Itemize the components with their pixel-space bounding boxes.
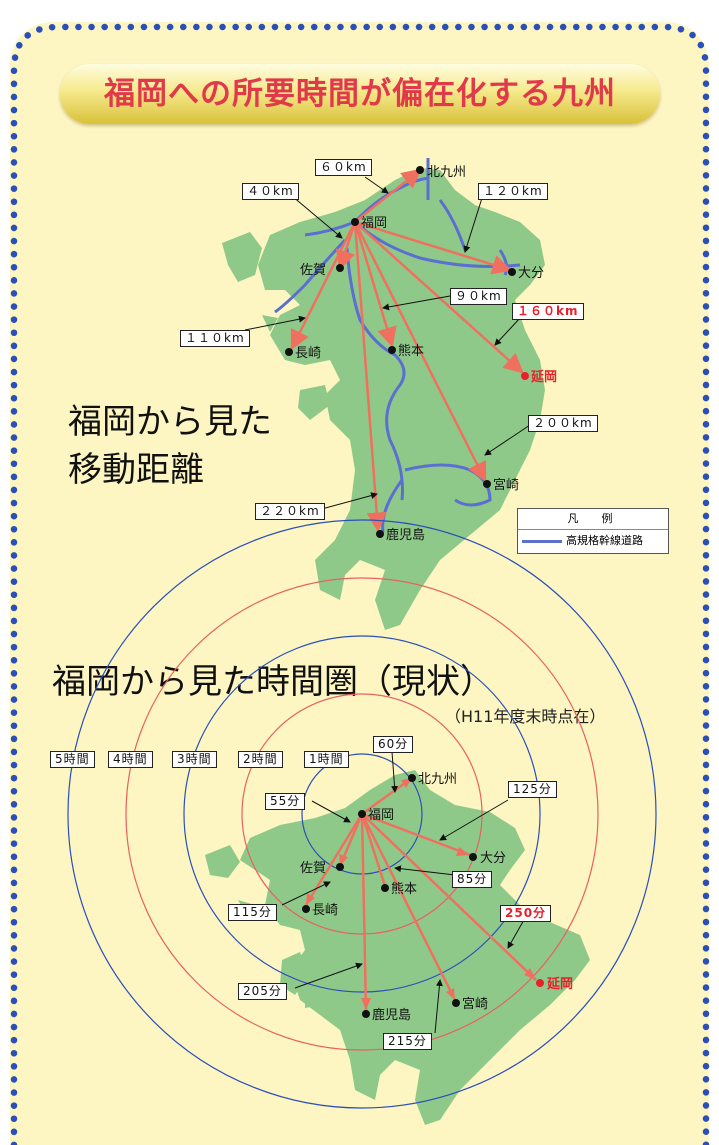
legend: 凡 例 高規格幹線道路 bbox=[517, 508, 669, 554]
city-nobeoka: 延岡 bbox=[530, 369, 557, 385]
tcity-fukuoka: 福岡 bbox=[368, 808, 394, 823]
ring-3h bbox=[183, 635, 541, 993]
tcity-kitakyushu: 北九州 bbox=[418, 772, 457, 787]
ring-label-3h: 3時間 bbox=[172, 751, 217, 768]
ring-label-4h: 4時間 bbox=[108, 751, 153, 768]
legend-title: 凡 例 bbox=[518, 509, 668, 530]
time-kitakyushu: 60分 bbox=[373, 736, 414, 753]
title-banner bbox=[60, 64, 660, 124]
distance-saga: ４０km bbox=[242, 183, 299, 200]
city-oita: 大分 bbox=[518, 266, 544, 281]
time-oita: 125分 bbox=[508, 781, 557, 798]
arrow-to-kagoshima bbox=[353, 221, 387, 533]
arrow-to-miyazaki bbox=[353, 221, 487, 483]
time-nobeoka: 250分 bbox=[500, 905, 552, 922]
time-miyazaki: 215分 bbox=[383, 1033, 432, 1050]
legend-highway-label: 高規格幹線道路 bbox=[566, 534, 643, 547]
city-kitakyushu: 北九州 bbox=[427, 165, 466, 180]
distance-miyazaki: ２００km bbox=[528, 415, 598, 432]
arrow-to-kitakyushu bbox=[354, 168, 422, 223]
time-route-arrows bbox=[304, 776, 537, 1011]
tcity-oita: 大分 bbox=[480, 851, 506, 866]
time-arrow-kagoshima bbox=[360, 813, 368, 1011]
city-nagasaki: 長崎 bbox=[295, 346, 321, 361]
distance-map: 北九州 福岡 佐賀 大分 長崎 熊本 延岡 宮崎 鹿児島 bbox=[222, 158, 557, 630]
time-saga: 55分 bbox=[265, 793, 306, 810]
heading-note: （H11年度末時点在） bbox=[445, 707, 606, 726]
city-fukuoka: 福岡 bbox=[361, 216, 387, 231]
ring-5h bbox=[67, 519, 657, 1109]
time-arrow-kumamoto bbox=[360, 813, 387, 887]
tcity-nagasaki: 長崎 bbox=[312, 903, 338, 918]
ring-label-2h: 2時間 bbox=[238, 751, 283, 768]
tcity-kagoshima: 鹿児島 bbox=[372, 1007, 411, 1023]
distance-leaders bbox=[244, 176, 531, 511]
heading-distance-line1: 福岡から見た bbox=[68, 402, 272, 442]
arrow-to-nagasaki bbox=[290, 221, 357, 351]
distance-kumamoto: ９０km bbox=[450, 288, 507, 305]
heading-time-zone: 福岡から見た時間圏（現状） bbox=[52, 662, 494, 702]
time-city-dots bbox=[302, 774, 544, 1018]
time-kagoshima: 205分 bbox=[238, 983, 287, 1000]
kyushu-landmass-bottom bbox=[205, 770, 590, 1125]
distance-nagasaki: １１０km bbox=[180, 330, 250, 347]
kyushu-landmass bbox=[222, 168, 545, 630]
time-nagasaki: 115分 bbox=[228, 904, 277, 921]
route-arrows bbox=[290, 168, 524, 533]
arrow-to-nobeoka bbox=[354, 221, 524, 374]
time-arrow-nobeoka bbox=[361, 813, 537, 981]
city-saga: 佐賀 bbox=[300, 263, 326, 278]
tcity-saga: 佐賀 bbox=[300, 861, 326, 876]
time-leaders bbox=[281, 751, 526, 1034]
legend-highway-swatch bbox=[522, 540, 562, 543]
city-kagoshima: 鹿児島 bbox=[386, 527, 425, 543]
time-kumamoto: 85分 bbox=[452, 871, 493, 888]
time-arrow-oita bbox=[361, 812, 471, 857]
ring-label-1h: 1時間 bbox=[304, 751, 349, 768]
distance-nobeoka: １６０km bbox=[512, 303, 584, 320]
city-miyazaki: 宮崎 bbox=[493, 477, 519, 493]
page-title: 福岡への所要時間が偏在化する九州 bbox=[104, 76, 616, 112]
distance-kagoshima: ２２０km bbox=[255, 503, 325, 520]
distance-kitakyushu: ６０km bbox=[315, 159, 372, 176]
distance-oita: １２０km bbox=[478, 183, 548, 200]
ring-4h bbox=[125, 577, 599, 1051]
arrow-to-oita bbox=[354, 220, 513, 275]
ring-label-5h: 5時間 bbox=[50, 751, 95, 768]
time-arrow-miyazaki bbox=[360, 813, 457, 1001]
ring-2h bbox=[241, 693, 483, 935]
heading-distance-line2: 移動距離 bbox=[68, 450, 204, 490]
time-arrow-nagasaki bbox=[304, 813, 364, 906]
arrow-to-kumamoto bbox=[353, 221, 397, 348]
tcity-nobeoka: 延岡 bbox=[546, 976, 573, 992]
city-kumamoto: 熊本 bbox=[398, 343, 424, 359]
tcity-miyazaki: 宮崎 bbox=[462, 996, 488, 1012]
tcity-kumamoto: 熊本 bbox=[391, 881, 417, 897]
city-dots bbox=[285, 166, 529, 538]
